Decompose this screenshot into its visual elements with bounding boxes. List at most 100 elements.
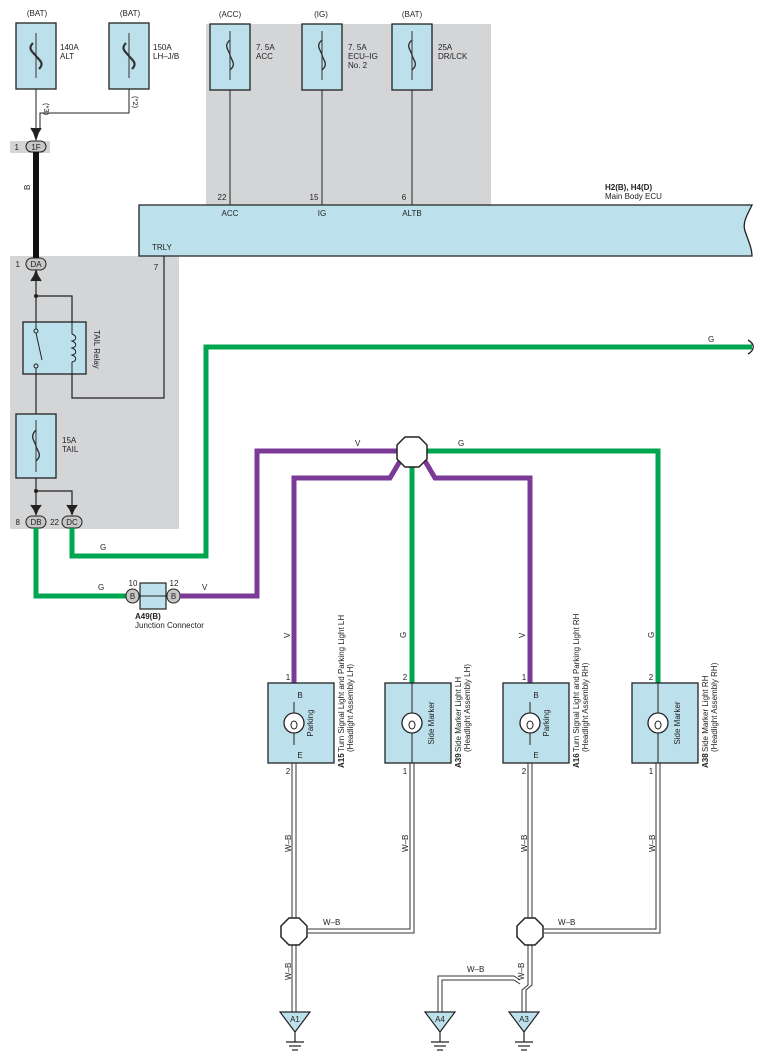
ground-a4: A4: [423, 1011, 457, 1051]
bulb-icon: [519, 712, 541, 734]
wire-label-g-right: G: [708, 335, 714, 344]
ecu-terminal-acc: ACC: [222, 209, 239, 218]
fuse-ig: (IG) 7. 5A ECU–IG No. 2: [301, 10, 378, 91]
lamp-a38: 2 Side Marker 1 A38 Side Marker Light RH…: [631, 662, 719, 776]
ecu-fuse-panel: [206, 24, 491, 206]
junction-name: Junction Connector: [135, 621, 204, 630]
ground-icon: [515, 1032, 533, 1051]
arrow-da: [30, 268, 42, 282]
wire-label-g-dc: G: [100, 543, 106, 552]
splice-left: [280, 917, 308, 946]
wire-label-v-a16: V: [518, 632, 527, 638]
wire-label-g-a38: G: [647, 632, 656, 638]
bulb-icon: [647, 712, 669, 734]
fuse-icon: [317, 31, 327, 80]
lamp-a16-inner: Parking: [542, 709, 551, 736]
lamp-a15-term-top: B: [297, 691, 302, 700]
bulb-icon: [283, 712, 305, 734]
wire-label-v-top: V: [355, 439, 361, 448]
wire-label-wb-a39: W–B: [401, 835, 410, 852]
pin-ig: 15: [310, 193, 319, 202]
wire-label-v-junction: V: [202, 583, 208, 592]
fuse-icon: [31, 420, 41, 472]
lamp-a15-pin-top: 1: [286, 673, 291, 682]
fuse-ig-rating: 7. 5A: [348, 43, 367, 52]
junction-pin-left: 10: [129, 579, 138, 588]
fuse-lhjb-source: (BAT): [120, 9, 141, 18]
lamp-a16-name: Turn Signal Light and Parking Light RH: [572, 613, 581, 752]
wire-label-wb-a38: W–B: [648, 835, 657, 852]
splice-right: [516, 917, 544, 946]
fuse-lhjb-name: LH–J/B: [153, 52, 179, 61]
note-lhjb: (*2): [131, 96, 140, 109]
fuse-icon: [407, 31, 417, 80]
connector-db-pin: 8: [16, 518, 21, 527]
wire-label-g-db: G: [98, 583, 104, 592]
lamp-a15-inner: Parking: [306, 709, 315, 736]
fuse-tail-name: TAIL: [62, 445, 79, 454]
wire-label-wb-a15: W–B: [284, 835, 293, 852]
wire-trly: [71, 256, 165, 399]
lamp-a16-pin-top: 1: [522, 673, 527, 682]
connector-1f: 1 1F: [15, 140, 47, 153]
lamp-a16-sub: (Headlight Assembly RH): [581, 662, 590, 752]
connector-da-label: DA: [30, 260, 42, 269]
ground-a1: A1: [278, 1011, 312, 1051]
ground-icon: [286, 1032, 304, 1051]
connector-db: 8 DB: [16, 515, 47, 529]
connector-da: 1 DA: [16, 257, 47, 271]
fuse-acc: (ACC) 7. 5A ACC: [209, 10, 275, 91]
wire-label-wb-a1: W–B: [284, 963, 293, 980]
fuse-lhjb: (BAT) 150A LH–J/B: [108, 9, 179, 90]
connector-dc-label: DC: [66, 518, 78, 527]
ecu-pin-trly: 7: [154, 263, 159, 272]
lamp-a38-code: A38: [701, 753, 710, 768]
connector-1f-label: 1F: [31, 143, 40, 152]
wire-label-wb-a38-horizontal: W–B: [558, 918, 575, 927]
arrow-dc: [66, 504, 78, 517]
fuse-lhjb-rating: 150A: [153, 43, 172, 52]
wire-g-db: [33, 528, 126, 599]
bulb-icon: [401, 712, 423, 734]
fuse-acc-rating: 7. 5A: [256, 43, 275, 52]
connector-db-label: DB: [30, 518, 41, 527]
pin-acc: 22: [218, 193, 227, 202]
note-alt: (*3): [42, 103, 51, 116]
fuse-alt-name: ALT: [60, 52, 74, 61]
lamp-a39: 2 Side Marker 1 A39 Side Marker Light LH…: [384, 664, 472, 776]
connector-dc-pin: 22: [50, 518, 59, 527]
lamp-a16: 1 B E Parking 2 A16 Turn Signal Light an…: [502, 613, 590, 776]
wire-g-a38: [425, 448, 661, 683]
lamp-a39-name: Side Marker Light LH: [454, 677, 463, 752]
fuse-drlck: (BAT) 25A DR/LCK: [391, 10, 468, 91]
fuse-ig-source: (IG): [314, 10, 328, 19]
junction-code: A49(B): [135, 612, 161, 621]
lamp-a39-code: A39: [454, 753, 463, 768]
fuse-acc-source: (ACC): [219, 10, 242, 19]
wire-label-wb-a3: W–B: [517, 963, 526, 980]
ground-a4-label: A4: [435, 1015, 445, 1024]
junction-label-right: B: [171, 592, 176, 601]
fuse-ig-name: ECU–IG: [348, 52, 378, 61]
arrow-1f: [30, 127, 42, 142]
wire-label-wb-a39-horizontal: W–B: [323, 918, 340, 927]
lamp-a15-pin-bottom: 2: [286, 767, 291, 776]
wire-g-dc: [69, 344, 752, 559]
ecu-terminal-altb: ALTB: [402, 209, 421, 218]
relay-panel: [10, 256, 179, 529]
fuse-icon: [225, 31, 235, 80]
lamp-a15-term-bottom: E: [297, 751, 302, 760]
lamp-a38-inner: Side Marker: [673, 701, 682, 744]
tail-relay: TAIL Relay: [22, 321, 101, 375]
fuse-alt-source: (BAT): [27, 9, 48, 18]
wire-label-wb-a16: W–B: [520, 835, 529, 852]
ecu-code: H2(B), H4(D): [605, 183, 652, 192]
relay-switch-icon: [33, 322, 77, 374]
ecu-terminal-ig: IG: [318, 209, 326, 218]
wire-v-junction: [180, 448, 400, 599]
lamp-a16-code: A16: [572, 753, 581, 768]
fuse-drlck-rating: 25A: [438, 43, 453, 52]
fuse-ig-name2: No. 2: [348, 61, 368, 70]
fuse-tail-rating: 15A: [62, 436, 77, 445]
